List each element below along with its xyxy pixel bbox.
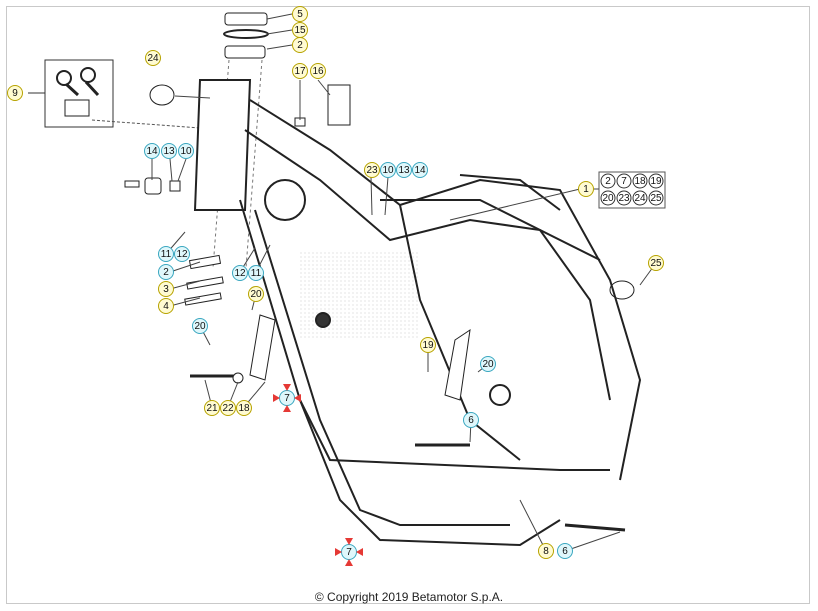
svg-text:6: 6 [562, 546, 568, 557]
svg-text:19: 19 [422, 340, 434, 351]
callout-7: 7 [279, 390, 295, 406]
callout-18: 18 [236, 400, 252, 416]
svg-text:12: 12 [234, 268, 246, 279]
callout-17: 17 [292, 63, 308, 79]
svg-text:3: 3 [163, 284, 169, 295]
svg-text:6: 6 [468, 415, 474, 426]
callout-15: 15 [292, 22, 308, 38]
callout-8: 8 [538, 543, 554, 559]
svg-text:13: 13 [163, 146, 175, 157]
callout-7: 7 [341, 544, 357, 560]
callout-23: 23 [364, 162, 380, 178]
callout-4: 4 [158, 298, 174, 314]
svg-text:14: 14 [146, 146, 158, 157]
target-markers [273, 384, 363, 566]
callout-6: 6 [463, 412, 479, 428]
svg-text:2: 2 [297, 40, 303, 51]
callout-9: 9 [7, 85, 23, 101]
svg-text:13: 13 [398, 165, 410, 176]
callout-20: 20 [192, 318, 208, 334]
svg-text:18: 18 [634, 176, 646, 187]
steering-bearing-stack [212, 12, 269, 269]
callout-2: 2 [292, 37, 308, 53]
callout-2: 2 [158, 264, 174, 280]
svg-text:5: 5 [297, 9, 303, 20]
callout-22: 22 [220, 400, 236, 416]
callout-6: 6 [557, 543, 573, 559]
svg-text:11: 11 [251, 268, 262, 279]
svg-text:24: 24 [634, 193, 646, 204]
copyright-notice: © Copyright 2019 Betamotor S.p.A. [314, 590, 504, 604]
svg-text:23: 23 [618, 193, 630, 204]
callout-5: 5 [292, 6, 308, 22]
svg-text:7: 7 [621, 176, 627, 187]
kit-item-7: 7 [616, 173, 632, 189]
callout-3: 3 [158, 281, 174, 297]
svg-text:25: 25 [650, 193, 662, 204]
svg-text:12: 12 [176, 249, 188, 260]
kit-item-25: 25 [648, 190, 664, 206]
svg-text:18: 18 [238, 403, 250, 414]
svg-text:4: 4 [163, 301, 169, 312]
callout-24: 24 [145, 50, 161, 66]
svg-text:25: 25 [650, 258, 662, 269]
callout-10: 10 [380, 162, 396, 178]
svg-text:17: 17 [294, 66, 306, 77]
svg-text:10: 10 [382, 165, 394, 176]
callout-19: 19 [420, 337, 436, 353]
svg-text:7: 7 [284, 393, 290, 404]
callout-14: 14 [412, 162, 428, 178]
hardware-parts [124, 84, 635, 532]
callout-12: 12 [232, 265, 248, 281]
svg-text:14: 14 [414, 165, 426, 176]
kit-item-18: 18 [632, 173, 648, 189]
callout-13: 13 [396, 162, 412, 178]
callout-16: 16 [310, 63, 326, 79]
kit-item-23: 23 [616, 190, 632, 206]
callout-1: 1 [578, 181, 594, 197]
kit-item-19: 19 [648, 173, 664, 189]
callout-14: 14 [144, 143, 160, 159]
svg-text:19: 19 [650, 176, 662, 187]
svg-text:22: 22 [222, 403, 234, 414]
callout-11: 11 [158, 246, 174, 262]
svg-text:2: 2 [605, 176, 611, 187]
svg-text:9: 9 [12, 88, 18, 99]
svg-text:20: 20 [602, 193, 614, 204]
watermark [300, 250, 420, 340]
svg-text:11: 11 [161, 249, 172, 260]
callout-20: 20 [248, 286, 264, 302]
callout-25: 25 [648, 255, 664, 271]
svg-text:20: 20 [194, 321, 206, 332]
svg-text:2: 2 [163, 267, 169, 278]
callout-13: 13 [161, 143, 177, 159]
main-frame [193, 79, 642, 547]
key-set-box [44, 59, 114, 128]
kit-item-24: 24 [632, 190, 648, 206]
svg-text:16: 16 [312, 66, 324, 77]
svg-text:20: 20 [250, 289, 262, 300]
svg-text:15: 15 [294, 25, 306, 36]
svg-text:10: 10 [180, 146, 192, 157]
svg-text:8: 8 [543, 546, 549, 557]
kit-item-2: 2 [600, 173, 616, 189]
callout-20: 20 [480, 356, 496, 372]
callout-11: 11 [248, 265, 264, 281]
callout-12: 12 [174, 246, 190, 262]
svg-text:20: 20 [482, 359, 494, 370]
kit-item-20: 20 [600, 190, 616, 206]
svg-text:1: 1 [583, 184, 589, 195]
callout-21: 21 [204, 400, 220, 416]
svg-text:21: 21 [206, 403, 218, 414]
callout-10: 10 [178, 143, 194, 159]
svg-text:23: 23 [366, 165, 378, 176]
svg-text:24: 24 [147, 53, 159, 64]
svg-text:7: 7 [346, 547, 352, 558]
